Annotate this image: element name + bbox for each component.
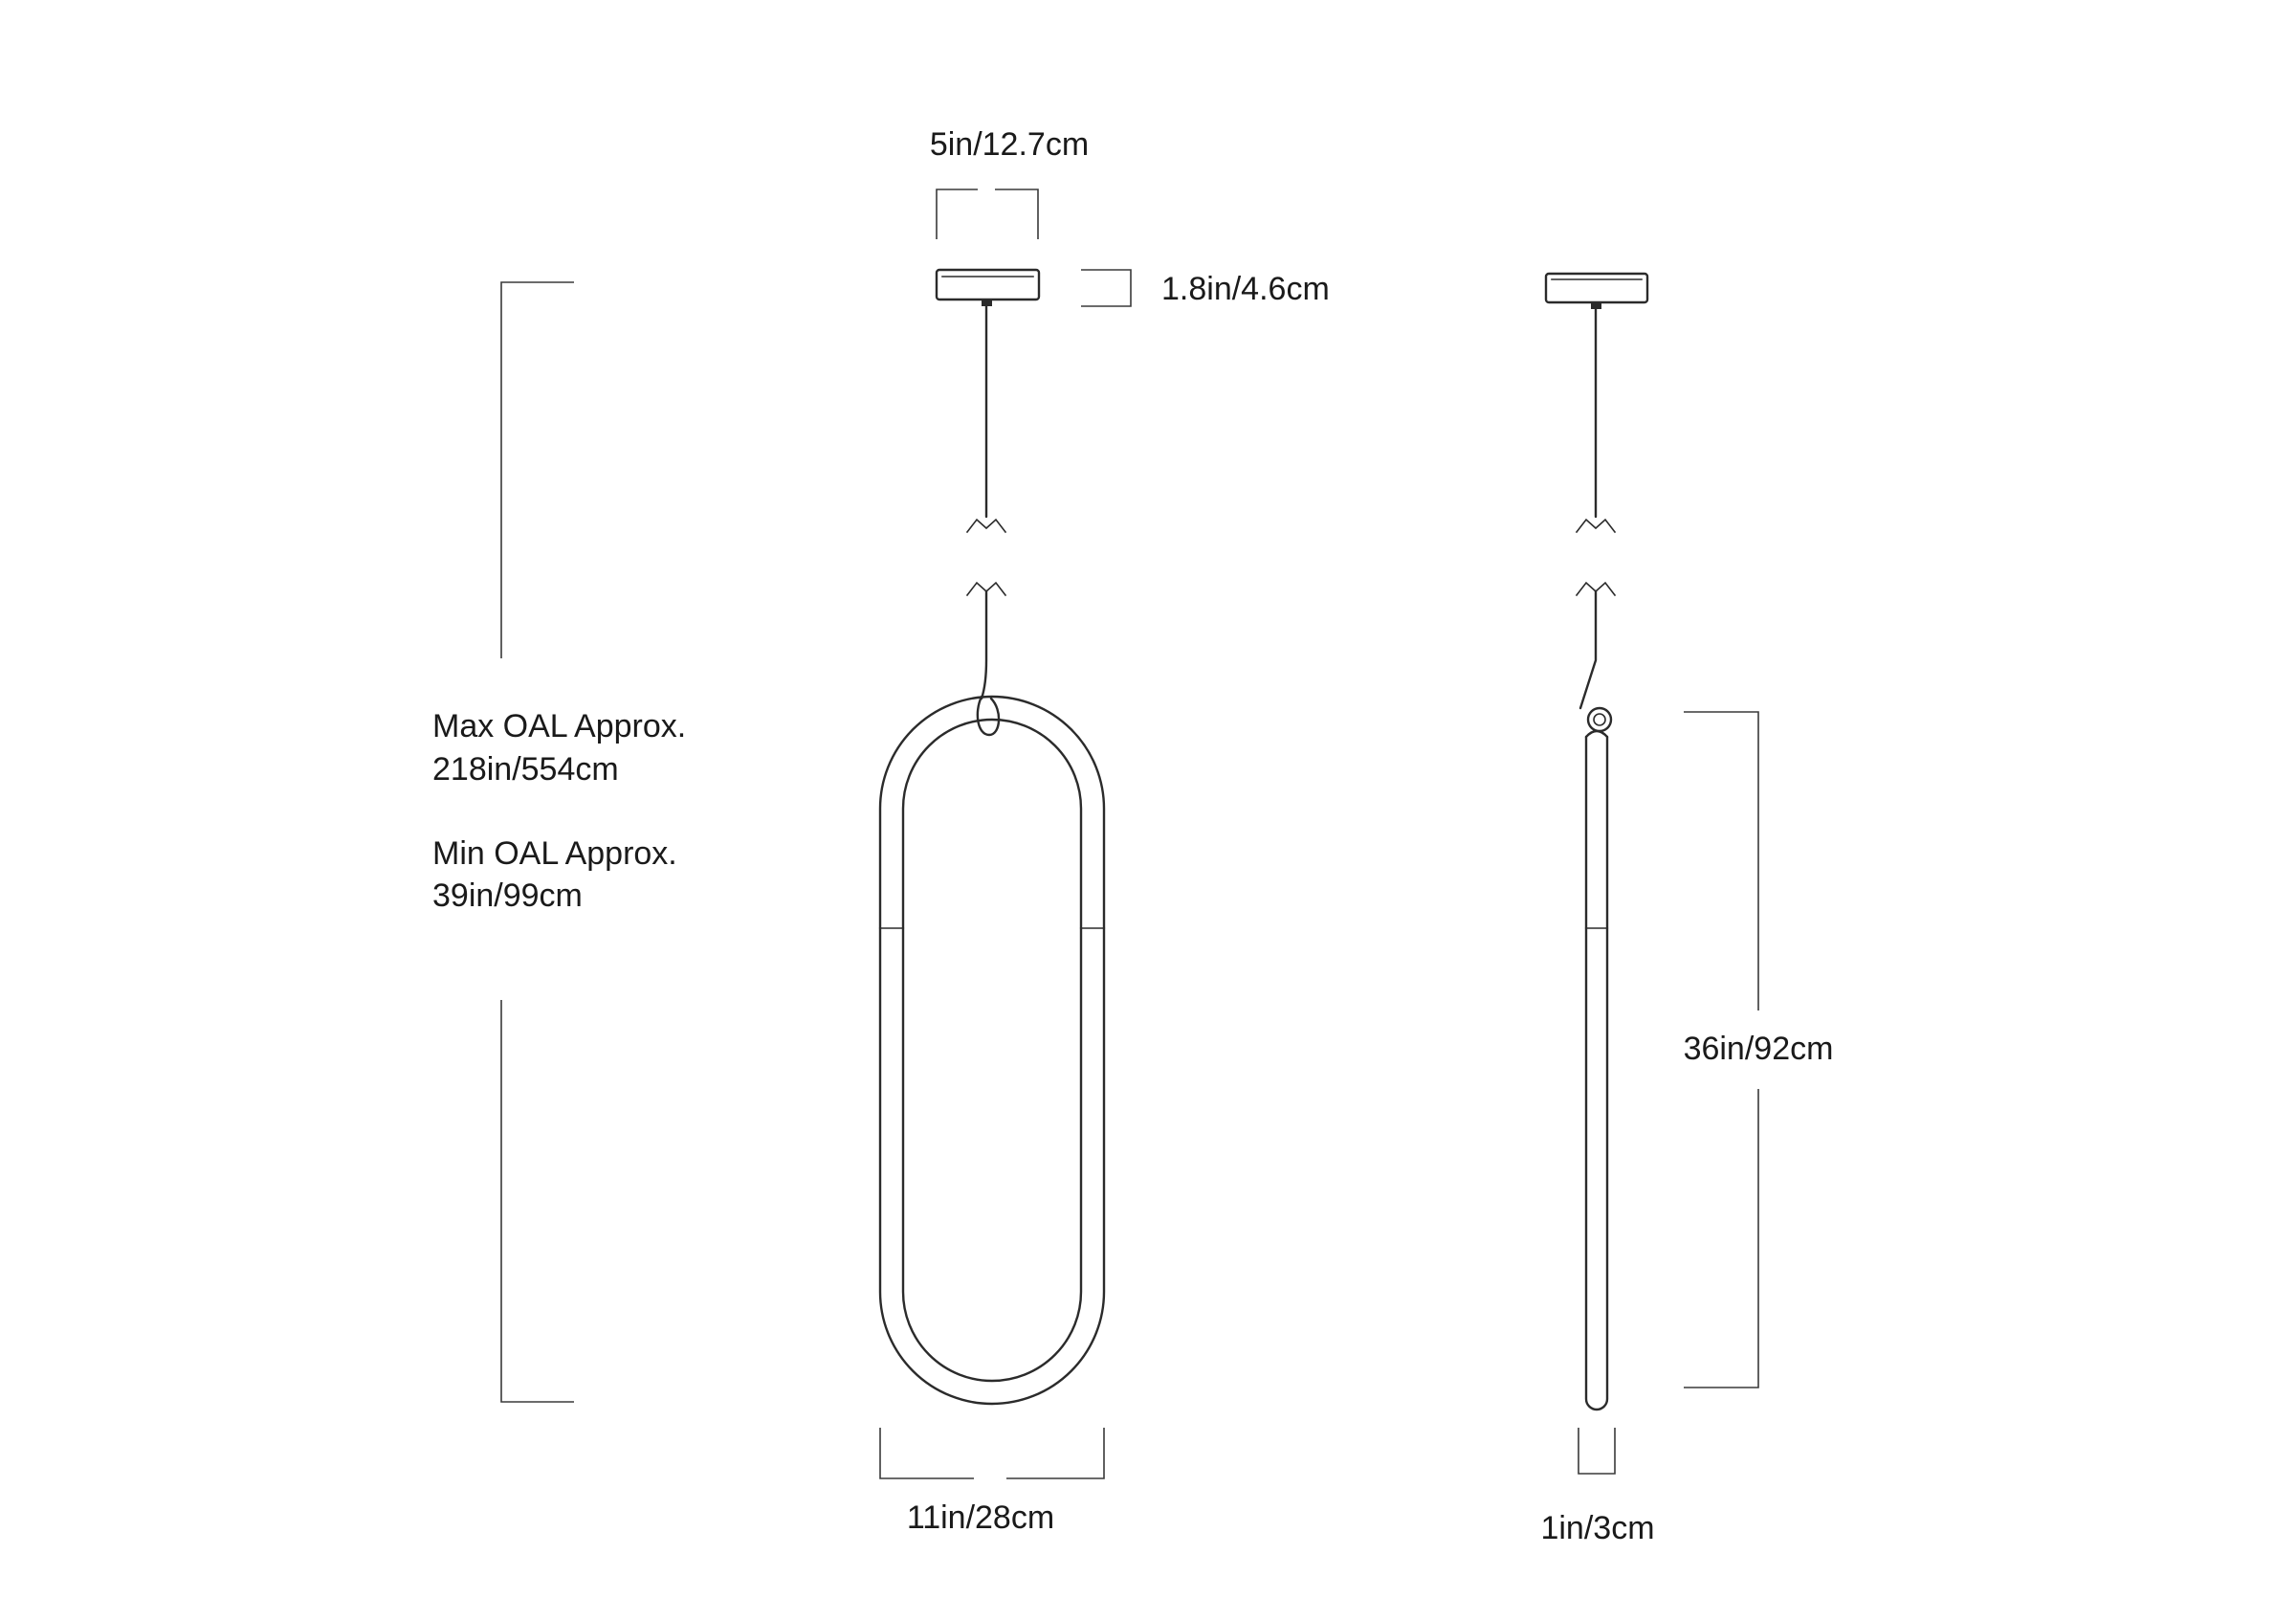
loop-width-label: 11in/28cm [907,1499,1054,1536]
side-tube-upper [1584,735,1609,930]
min-oal-value: 39in/99cm [432,877,583,914]
tube-diameter-dimension: 1in/3cm [1540,1428,1655,1546]
front-loop-bottom-inner [901,926,1083,1383]
canopy-width-label: 5in/12.7cm [930,126,1089,163]
overall-length-bracket [500,281,574,1403]
front-cable-lower [980,589,988,700]
loop-height-label: 36in/92cm [1684,1031,1834,1067]
side-hook-inner [1593,713,1606,726]
side-view: 36in/92cm 1in/3cm [1540,272,1834,1546]
canopy-height-label: 1.8in/4.6cm [1161,271,1330,307]
side-tube-lower [1584,926,1609,1411]
side-tube-cap [1584,729,1609,739]
tube-diameter-label: 1in/3cm [1540,1510,1654,1546]
side-canopy [1544,272,1649,304]
front-canopy [935,268,1041,301]
side-cable-lower [1578,589,1598,710]
side-cable-break-upper [1575,518,1617,534]
max-oal-label: Max OAL Approx. [432,708,686,744]
side-canopy-fitting [1591,302,1601,309]
front-cable-break-upper [965,518,1007,534]
canopy-height-dimension: 1.8in/4.6cm [1081,269,1330,307]
front-hook [976,695,1001,737]
front-view: 5in/12.7cm 1.8in/4.6cm 11in/28cm [878,126,1330,1536]
min-oal-label: Min OAL Approx. [432,835,677,872]
loop-height-dimension: 36in/92cm [1684,711,1834,1388]
overall-length-text: Max OAL Approx. 218in/554cm Min OAL Appr… [432,708,686,914]
loop-width-dimension: 11in/28cm [879,1428,1105,1536]
side-hook-outer [1586,706,1613,733]
front-loop-top-outer [878,695,1106,930]
front-canopy-fitting [982,300,992,306]
front-loop-top-inner [901,718,1083,930]
canopy-width-dimension: 5in/12.7cm [930,126,1089,239]
front-loop-bottom-outer [878,926,1106,1406]
max-oal-value: 218in/554cm [432,751,619,788]
